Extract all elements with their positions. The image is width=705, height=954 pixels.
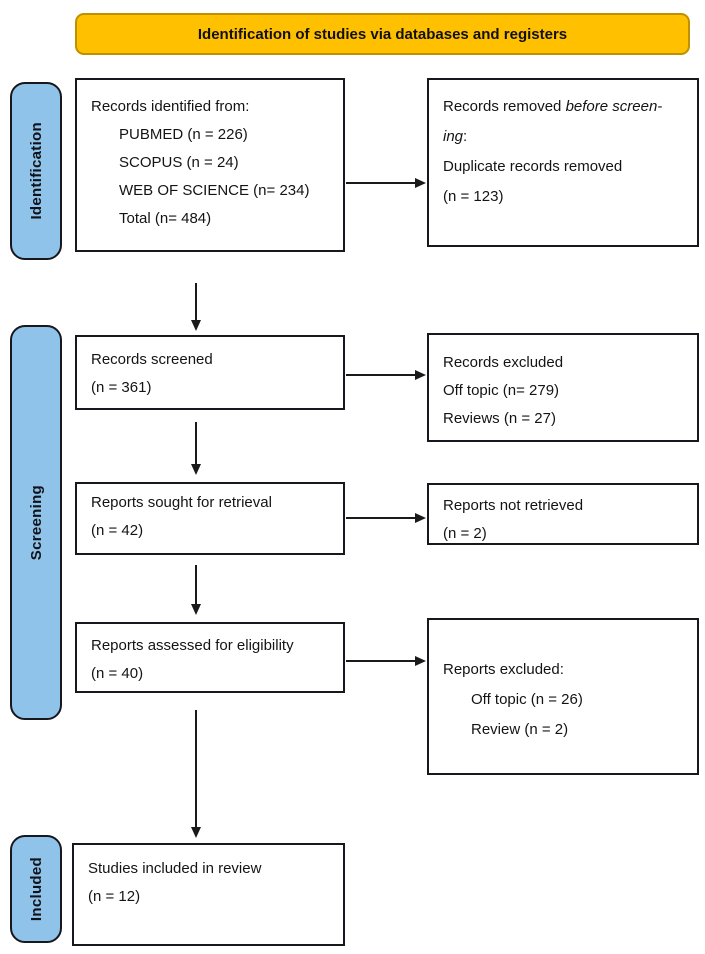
studies-included-line1: Studies included in review (88, 860, 262, 877)
arrow-head-icon (415, 178, 426, 188)
reports-excluded-item: Off topic (n = 26) (471, 691, 583, 708)
arrow-head-icon (191, 464, 201, 475)
box-reports-sought: Reports sought for retrieval (n = 42) (75, 482, 345, 555)
records-identified-title: Records identified from: (91, 98, 250, 115)
arrow-head-icon (191, 604, 201, 615)
studies-included-line2: (n = 12) (88, 888, 141, 905)
stage-identification: Identification (10, 82, 62, 260)
arrow-shaft (195, 422, 197, 464)
box-records-identified: Records identified from: PUBMED (n = 226… (75, 78, 345, 252)
arrow-shaft (346, 182, 415, 184)
arrow-shaft (195, 283, 197, 320)
stage-included: Included (10, 835, 62, 943)
box-records-removed: Records removed before screen- ing: Dupl… (427, 78, 699, 247)
records-excluded-line3: Reviews (n = 27) (443, 410, 556, 427)
reports-sought-line2: (n = 42) (91, 522, 144, 539)
reports-sought-line1: Reports sought for retrieval (91, 494, 272, 511)
box-reports-not-retrieved: Reports not retrieved (n = 2) (427, 483, 699, 545)
reports-excluded-title: Reports excluded: (443, 661, 564, 678)
down-arrow-identified-to-screened (190, 283, 202, 331)
records-removed-line1: Records removed before screen- (443, 98, 663, 115)
box-reports-excluded: Reports excluded: Off topic (n = 26) Rev… (427, 618, 699, 775)
box-reports-assessed: Reports assessed for eligibility (n = 40… (75, 622, 345, 693)
reports-not-retrieved-line1: Reports not retrieved (443, 497, 584, 514)
stage-screening: Screening (10, 325, 62, 720)
arrow-head-icon (415, 513, 426, 523)
arrow-head-icon (415, 370, 426, 380)
reports-assessed-line2: (n = 40) (91, 665, 144, 682)
records-removed-line4: (n = 123) (443, 188, 504, 205)
arrow-shaft (346, 660, 415, 662)
arrow-head-icon (415, 656, 426, 666)
records-identified-item: SCOPUS (n = 24) (119, 154, 239, 171)
banner-identification-via-databases: Identification of studies via databases … (75, 13, 690, 55)
records-identified-item: PUBMED (n = 226) (119, 126, 248, 143)
down-arrow-assessed-to-included (190, 710, 202, 838)
arrow-head-icon (191, 827, 201, 838)
right-arrow-assessed-to-excluded (346, 655, 426, 667)
right-arrow-screened-to-excluded (346, 369, 426, 381)
arrow-shaft (195, 565, 197, 604)
records-excluded-line2: Off topic (n= 279) (443, 382, 560, 399)
right-arrow-sought-to-not-retrieved (346, 512, 426, 524)
records-screened-line1: Records screened (91, 351, 213, 368)
box-records-excluded: Records excluded Off topic (n= 279) Revi… (427, 333, 699, 442)
arrow-shaft (346, 374, 415, 376)
reports-assessed-line1: Reports assessed for eligibility (91, 637, 294, 654)
box-studies-included: Studies included in review (n = 12) (72, 843, 345, 946)
records-screened-line2: (n = 361) (91, 379, 152, 396)
records-identified-item: WEB OF SCIENCE (n= 234) (119, 182, 310, 199)
records-identified-item: Total (n= 484) (119, 210, 212, 227)
stage-screening-label: Screening (27, 484, 45, 561)
records-removed-line2: ing: (443, 128, 468, 145)
records-removed-line3: Duplicate records removed (443, 158, 623, 175)
stage-identification-label: Identification (27, 122, 45, 220)
records-excluded-line1: Records excluded (443, 354, 564, 371)
arrow-shaft (346, 517, 415, 519)
stage-included-label: Included (27, 856, 45, 922)
arrow-head-icon (191, 320, 201, 331)
arrow-shaft (195, 710, 197, 827)
right-arrow-identified-to-removed (346, 177, 426, 189)
reports-not-retrieved-line2: (n = 2) (443, 525, 487, 542)
reports-excluded-item: Review (n = 2) (471, 721, 569, 738)
down-arrow-sought-to-assessed (190, 565, 202, 615)
down-arrow-screened-to-sought (190, 422, 202, 475)
banner-label: Identification of studies via databases … (197, 25, 568, 43)
box-records-screened: Records screened (n = 361) (75, 335, 345, 410)
